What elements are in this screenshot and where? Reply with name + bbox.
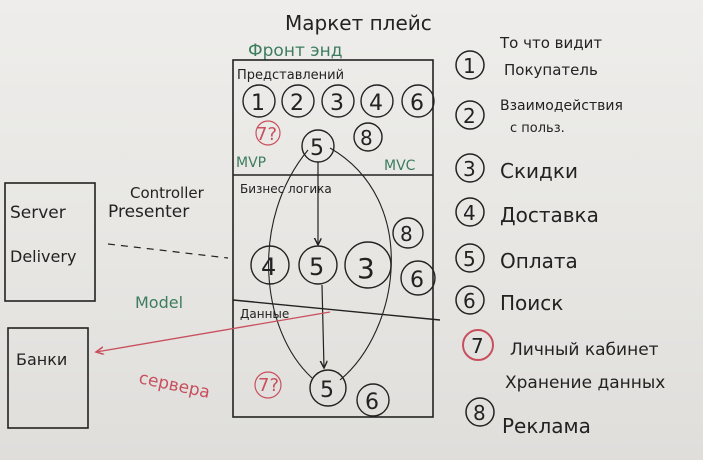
banks-label: Банки — [16, 350, 67, 369]
mvc-label: MVC — [384, 158, 416, 174]
dashed-connection — [107, 243, 229, 259]
presentation-layer-label: Представлений — [237, 68, 344, 83]
legend-text-4: Доставка — [500, 203, 599, 227]
presentation-number-2: 2 — [290, 91, 304, 116]
model-label: Model — [135, 293, 183, 312]
legend-number-5: 5 — [463, 247, 476, 271]
legend-text-2a: Взаимодействия — [500, 98, 623, 114]
presentation-7-question: 7? — [256, 124, 277, 145]
business-number-3: 3 — [357, 252, 375, 285]
legend: 1 То что видит Покупатель 2 Взаимодейств… — [455, 34, 665, 438]
legend-number-1: 1 — [463, 54, 476, 78]
business-number-6: 6 — [410, 268, 424, 293]
presentation-number-4: 4 — [369, 91, 383, 116]
legend-text-5: Оплата — [500, 249, 578, 273]
servers-label: сервера — [137, 368, 212, 403]
legend-text-1b: Покупатель — [504, 61, 598, 79]
controller-label: Controller — [130, 184, 205, 202]
legend-text-3: Скидки — [500, 159, 578, 183]
server-label: Server — [10, 203, 66, 223]
board-title: Маркет плейс — [285, 11, 432, 35]
legend-number-4: 4 — [463, 201, 476, 225]
legend-text-2b: с польз. — [510, 121, 565, 136]
data-number-5: 5 — [320, 378, 334, 403]
data-layer-label: Данные — [240, 307, 289, 321]
presentation-number-row: 1 2 3 4 6 — [242, 84, 435, 118]
presentation-number-3: 3 — [330, 91, 344, 116]
server-delivery-box — [4, 182, 96, 302]
data-7-question: 7? — [258, 375, 279, 396]
legend-number-2: 2 — [463, 104, 476, 128]
architecture-box — [232, 59, 434, 418]
presenter-label: Presenter — [108, 202, 189, 222]
presentation-number-8: 8 — [360, 126, 373, 150]
banks-box — [7, 327, 89, 429]
legend-text-6: Поиск — [500, 291, 563, 315]
legend-text-7b: Хранение данных — [505, 373, 665, 393]
flow-curve-left — [268, 149, 313, 379]
layer-divider-2 — [232, 299, 441, 321]
business-number-8: 8 — [400, 222, 413, 246]
delivery-label: Delivery — [10, 247, 76, 266]
presentation-number-6: 6 — [410, 91, 424, 116]
flow-curve — [329, 147, 392, 381]
legend-number-7: 7 — [471, 334, 484, 358]
bank-arrow-red — [96, 311, 331, 352]
data-number-6: 6 — [365, 390, 379, 415]
legend-text-7a: Личный кабинет — [510, 340, 659, 360]
legend-text-8: Реклама — [502, 414, 591, 438]
legend-number-3: 3 — [463, 157, 476, 181]
flow-arrow-down-2 — [322, 284, 324, 368]
legend-number-8: 8 — [473, 401, 486, 425]
legend-number-6: 6 — [463, 289, 476, 313]
presentation-number-1: 1 — [251, 91, 265, 116]
business-layer-label: Бизнес логика — [240, 182, 332, 196]
frontend-label: Фронт энд — [248, 41, 342, 61]
legend-text-1a: То что видит — [499, 34, 602, 52]
presentation-number-5: 5 — [310, 136, 324, 161]
business-number-5: 5 — [309, 253, 324, 281]
mvp-label: MVP — [236, 155, 266, 171]
